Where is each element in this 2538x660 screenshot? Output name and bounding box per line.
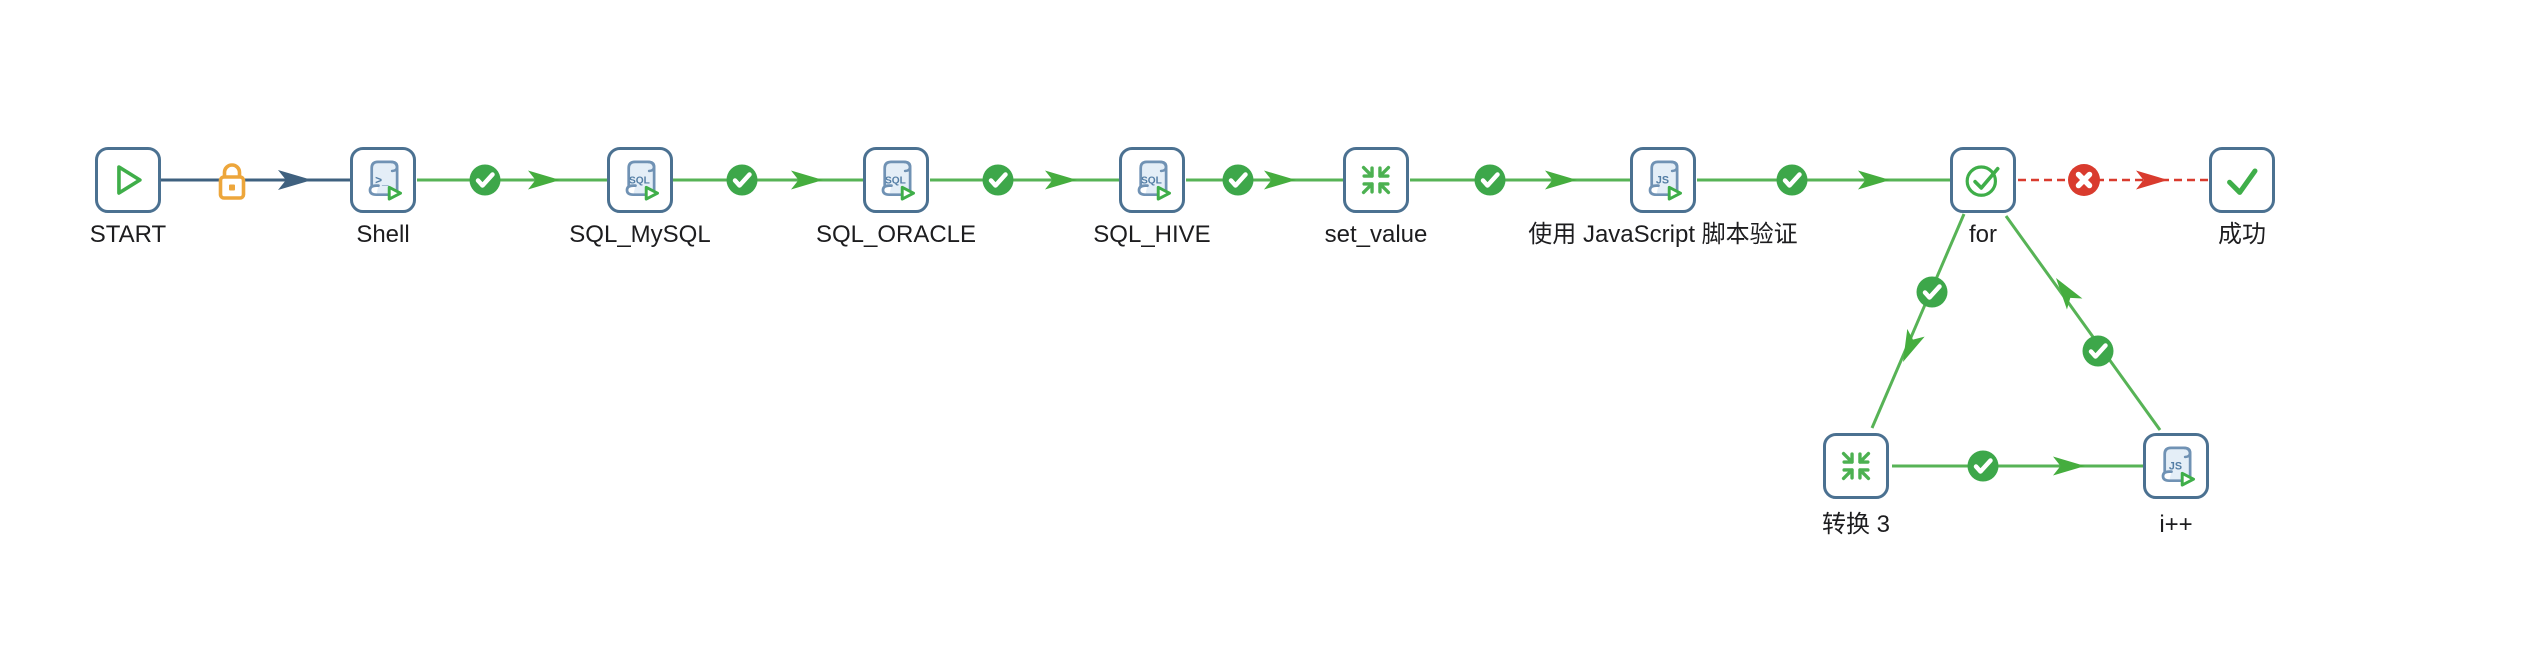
node-label-set-value: set_value xyxy=(1324,221,1428,248)
edge-for-success[interactable] xyxy=(2018,164,2209,196)
node-success[interactable] xyxy=(2209,147,2275,213)
check-badge xyxy=(1474,164,1506,196)
node-label-shell: Shell xyxy=(356,221,410,248)
edge-sqloracle-sqlhive[interactable] xyxy=(930,164,1119,196)
lock-icon[interactable] xyxy=(218,163,246,200)
edge-sqlmysql-sqloracle[interactable] xyxy=(673,164,863,196)
node-ipp[interactable]: JS xyxy=(2143,433,2209,499)
circle-check-icon xyxy=(1965,165,2000,197)
js-glyph: JS xyxy=(2169,460,2182,472)
sql-glyph: SQL xyxy=(1141,175,1162,186)
x-badge xyxy=(2068,164,2100,196)
compress-arrows-icon xyxy=(1830,440,1882,492)
sql-scroll-icon: SQL xyxy=(614,154,666,206)
node-trans3[interactable] xyxy=(1823,433,1889,499)
check-badge xyxy=(982,164,1014,196)
node-label-js-validate: 使用 JavaScript 脚本验证 xyxy=(1528,221,1798,248)
check-badge xyxy=(1776,164,1808,196)
node-start[interactable] xyxy=(95,147,161,213)
edge-start-shell[interactable] xyxy=(161,163,350,200)
edge-sqlhive-setvalue[interactable] xyxy=(1186,164,1343,196)
check-badge xyxy=(1916,276,1948,308)
sql-scroll-icon: SQL xyxy=(870,154,922,206)
node-label-start: START xyxy=(89,221,167,248)
node-label-sql-oracle: SQL_ORACLE xyxy=(815,221,977,248)
node-js-validate[interactable]: JS xyxy=(1630,147,1696,213)
node-label-sql-mysql: SQL_MySQL xyxy=(569,221,711,248)
node-sql-hive[interactable]: SQL xyxy=(1119,147,1185,213)
shell-scroll-icon: >_ xyxy=(357,154,409,206)
node-set-value[interactable] xyxy=(1343,147,1409,213)
node-sql-mysql[interactable]: SQL xyxy=(607,147,673,213)
js-glyph: JS xyxy=(1656,174,1669,186)
sql-scroll-icon: SQL xyxy=(1126,154,1178,206)
edge-setvalue-jsvalidate[interactable] xyxy=(1410,164,1630,196)
edge-ipp-for[interactable] xyxy=(2004,215,2162,431)
sql-glyph: SQL xyxy=(885,175,906,186)
node-label-sql-hive: SQL_HIVE xyxy=(1093,221,1211,248)
js-scroll-icon: JS xyxy=(2150,440,2202,492)
start-play-icon xyxy=(117,165,142,195)
node-label-for: for xyxy=(1968,221,1997,248)
check-badge xyxy=(2082,335,2114,367)
check-badge xyxy=(1222,164,1254,196)
sql-glyph: SQL xyxy=(629,175,650,186)
check-badge xyxy=(469,164,501,196)
edge-trans3-ipp[interactable] xyxy=(1892,450,2143,482)
edge-shell-sqlmysql[interactable] xyxy=(417,164,607,196)
check-badge xyxy=(1967,450,1999,482)
node-shell[interactable]: >_ xyxy=(350,147,416,213)
edge-jsvalidate-for[interactable] xyxy=(1697,164,1950,196)
check-icon xyxy=(2227,168,2258,195)
js-scroll-icon: JS xyxy=(1637,154,1689,206)
check-badge xyxy=(726,164,758,196)
compress-arrows-icon xyxy=(1350,154,1402,206)
edge-for-trans3[interactable] xyxy=(1870,213,1966,429)
node-label-success: 成功 xyxy=(2218,221,2266,248)
shell-glyph: >_ xyxy=(375,173,389,187)
node-for[interactable] xyxy=(1950,147,2016,213)
node-label-ipp: i++ xyxy=(2159,511,2193,538)
node-sql-oracle[interactable]: SQL xyxy=(863,147,929,213)
node-label-trans3: 转换 3 xyxy=(1821,511,1890,538)
